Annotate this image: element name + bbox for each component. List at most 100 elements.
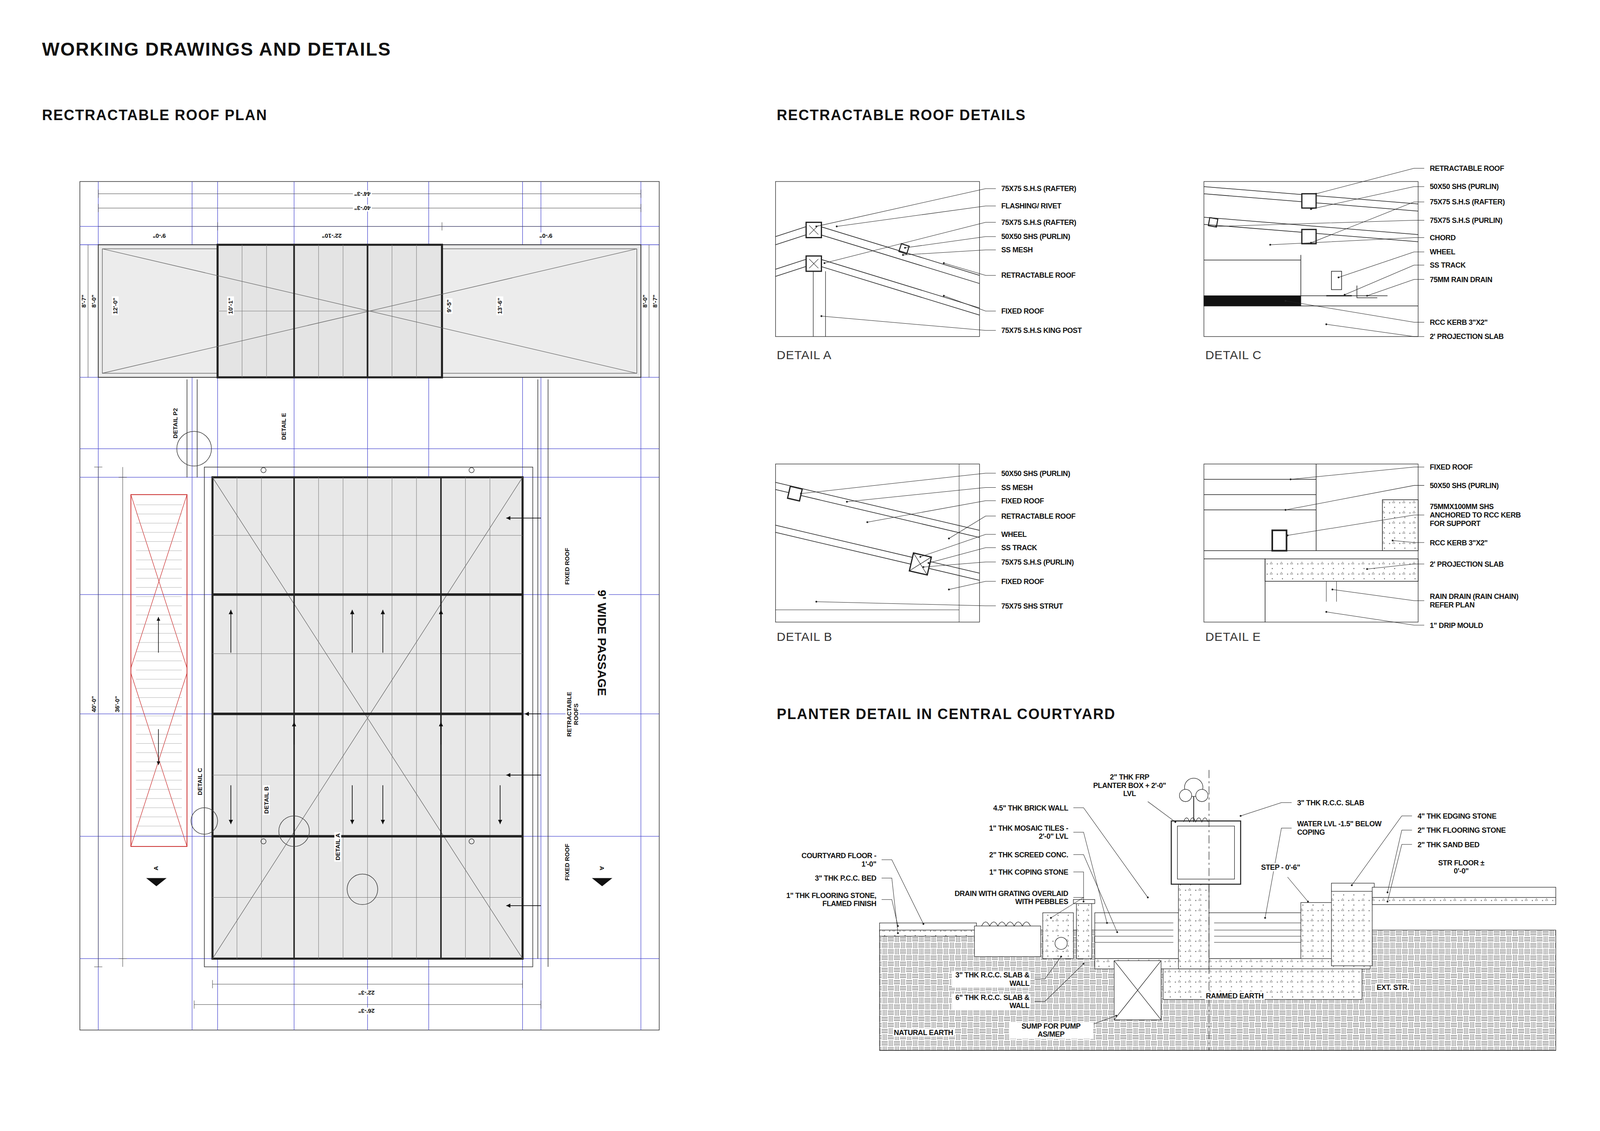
leader-line xyxy=(1310,201,1425,243)
plan-label: 26'-3" xyxy=(356,1007,376,1015)
stair-tread xyxy=(135,669,182,671)
panel-line xyxy=(318,477,319,959)
stair-tread xyxy=(135,605,182,606)
leader-line xyxy=(1073,832,1107,924)
planter-section xyxy=(1042,913,1074,960)
annotation-label: EXT. STR. xyxy=(1375,983,1411,993)
leader-line xyxy=(867,500,996,523)
leader-line xyxy=(928,547,996,564)
stair-tread xyxy=(135,550,182,552)
detail-e-drawing xyxy=(1203,463,1418,551)
leader-dot xyxy=(922,923,925,926)
plan-label: 9'-0" xyxy=(538,232,554,240)
leader-line xyxy=(1310,186,1425,210)
slide-arrow xyxy=(230,518,541,906)
plan-label: DETAIL B xyxy=(262,785,270,816)
stair-tread xyxy=(135,826,182,827)
slide-arrow xyxy=(230,609,232,653)
detail-c-drawing xyxy=(1356,285,1378,298)
detail-e-drawing xyxy=(1203,463,1418,623)
section-heading: RECTRACTABLE ROOF DETAILS xyxy=(775,106,1028,124)
planter-section xyxy=(879,769,1557,1051)
leader-line xyxy=(943,295,996,312)
planter-section xyxy=(1178,882,1209,970)
planter-section xyxy=(1331,889,1373,966)
stair-tread xyxy=(135,559,182,561)
leader-dot xyxy=(948,588,951,591)
detail-title: DETAIL E xyxy=(1204,629,1263,644)
annotation-label: SS TRACK xyxy=(1000,543,1039,553)
stair-tread xyxy=(135,532,182,533)
detail-c-drawing xyxy=(1203,255,1301,296)
annotation-label: 75X75 S.H.S (PURLIN) xyxy=(1428,216,1504,225)
plan-label: 40'-3" xyxy=(352,204,372,212)
leader-dot xyxy=(1082,900,1085,903)
planter-section xyxy=(879,1050,1557,1051)
annotation-label: 2" THK SCREED CONC. xyxy=(988,850,1070,860)
slide-arrow xyxy=(506,517,541,519)
panel-line xyxy=(212,897,523,898)
leader-line xyxy=(902,249,996,256)
leader-line xyxy=(1285,485,1425,510)
leader-dot xyxy=(927,561,930,564)
leader-line xyxy=(1326,324,1425,337)
planter-section xyxy=(1300,902,1334,959)
roof-plan xyxy=(79,181,660,1030)
leader-line xyxy=(846,487,996,502)
leader-line xyxy=(905,236,996,248)
leader-dot xyxy=(1391,539,1394,542)
detail-c-drawing xyxy=(1208,217,1218,227)
plan-label: 13'-6" xyxy=(496,296,504,316)
annotation-label: 75MM RAIN DRAIN xyxy=(1428,275,1494,284)
annotation-label: 75X75 S.H.S (RAFTER) xyxy=(1000,218,1078,227)
annotation-label: 50X50 SHS (PURLIN) xyxy=(1000,469,1072,478)
detail-callout xyxy=(347,873,378,905)
slide-arrow xyxy=(524,713,541,715)
detail-e-drawing xyxy=(1326,581,1337,602)
leader-dot xyxy=(1050,917,1053,920)
annotation-label: WHEEL xyxy=(1428,247,1457,257)
stair-tread xyxy=(135,578,182,579)
panel-line xyxy=(212,653,523,654)
leader-dot xyxy=(866,521,869,524)
stair-tread xyxy=(135,688,182,689)
slide-arrow xyxy=(293,721,295,745)
leader-dot xyxy=(815,601,818,604)
annotation-label: SS MESH xyxy=(1000,245,1035,255)
leader-dot xyxy=(942,294,945,297)
slide-arrow xyxy=(506,905,541,907)
leader-dot xyxy=(1286,534,1289,537)
dimension-line xyxy=(94,467,127,968)
leader-dot xyxy=(1106,922,1109,925)
annotation-label: CHORD xyxy=(1428,233,1457,242)
grid-line xyxy=(98,181,641,1030)
detail-callout xyxy=(468,838,475,845)
stair-tread xyxy=(135,624,182,625)
leader-line xyxy=(1387,844,1413,902)
stair-tread xyxy=(135,715,182,717)
dimension-line xyxy=(194,980,541,1010)
detail-a-drawing xyxy=(806,222,822,238)
leader-line xyxy=(1392,540,1425,543)
planter-section xyxy=(1114,960,1161,1020)
annotation-label: 3" THK R.C.C. SLAB xyxy=(1296,798,1366,808)
annotation-label: 1" THK MOSAIC TILES - 2'-0" LVL xyxy=(980,824,1070,841)
planter-section xyxy=(1054,937,1068,950)
annotation-label: 75X75 S.H.S (RAFTER) xyxy=(1000,184,1078,194)
leader-dot xyxy=(896,925,899,928)
planter-section xyxy=(1177,826,1235,880)
annotation-label: WATER LVL -1.5" BELOW COPING xyxy=(1296,820,1386,837)
annotation-label: 75X75 S.H.S (PURLIN) xyxy=(1000,557,1076,567)
roof-plan xyxy=(212,477,523,959)
slide-arrow xyxy=(499,785,501,824)
leader-line xyxy=(824,222,996,264)
panel-line xyxy=(212,535,523,536)
annotation-label: RCC KERB 3"X2" xyxy=(1428,318,1490,327)
leader-dot xyxy=(1331,588,1334,591)
leader-line xyxy=(1034,963,1084,1002)
annotation-label: 50X50 SHS (PURLIN) xyxy=(1000,232,1072,242)
slide-arrow xyxy=(351,785,353,824)
detail-b-drawing xyxy=(775,525,980,581)
leader-dot xyxy=(1343,293,1346,296)
